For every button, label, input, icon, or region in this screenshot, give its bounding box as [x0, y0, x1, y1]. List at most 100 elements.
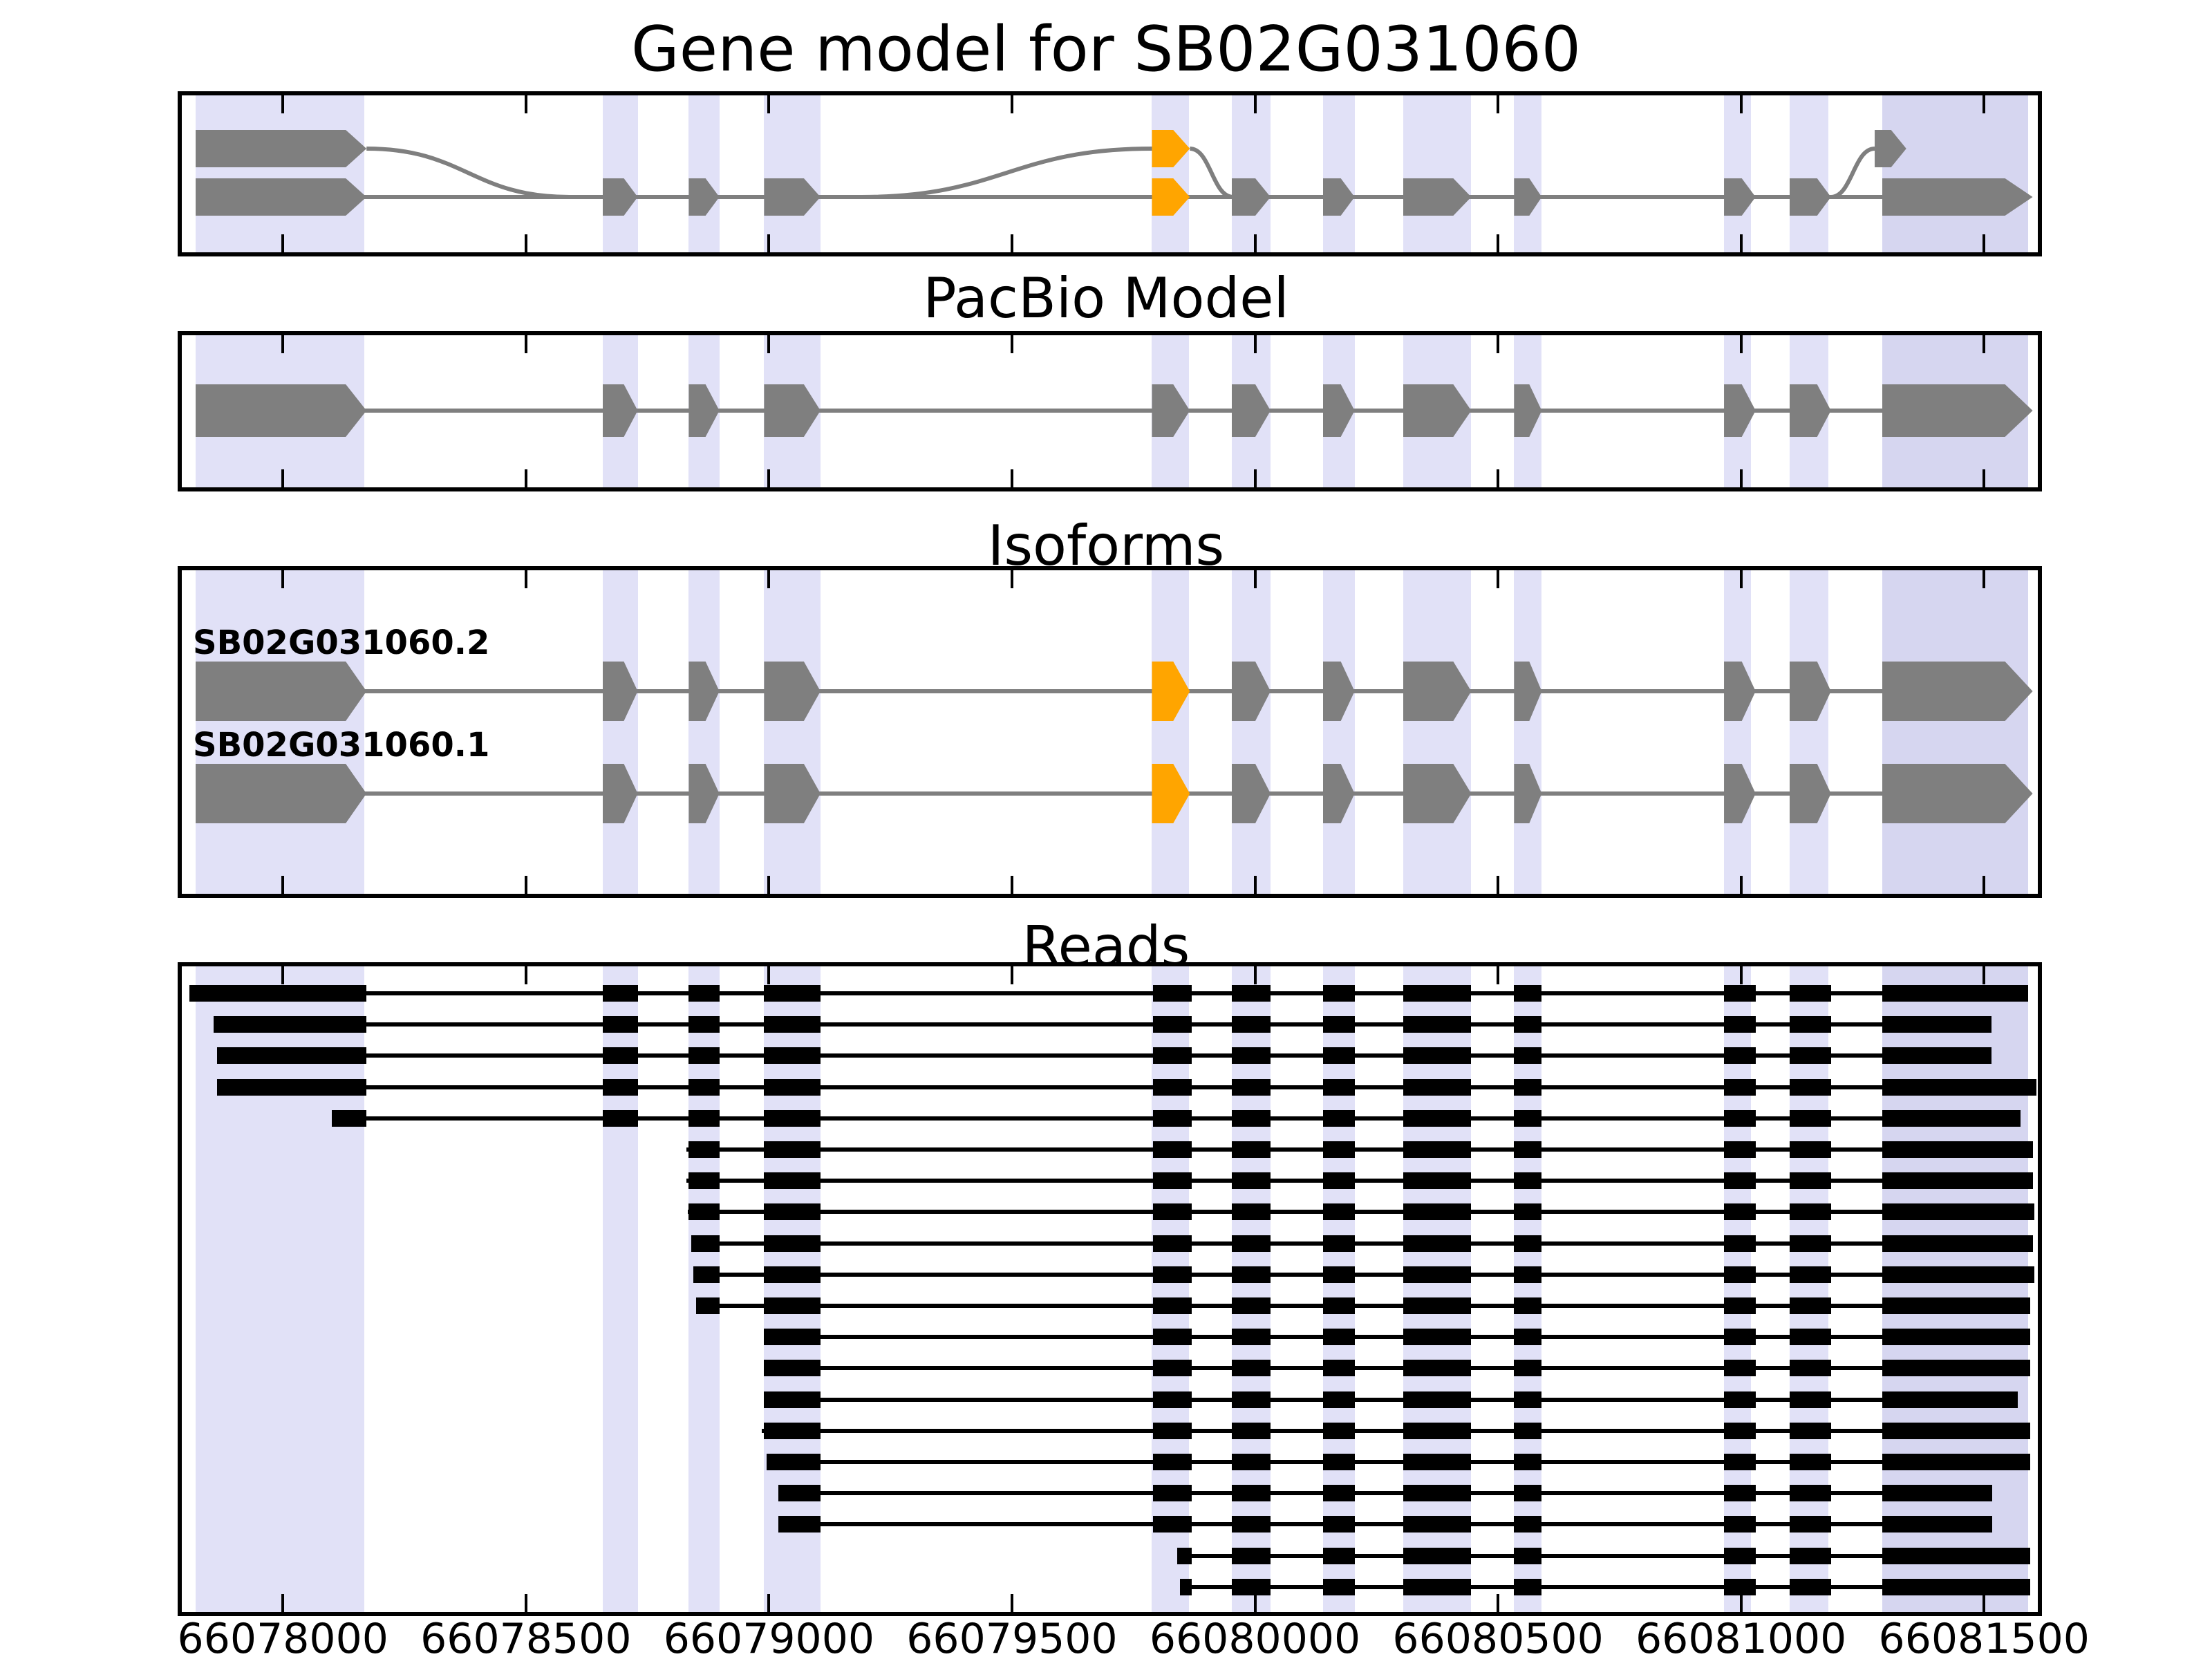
read-block — [1724, 1141, 1756, 1158]
axis-tick — [1497, 469, 1500, 487]
highlight-band — [195, 570, 364, 894]
read-block — [1403, 985, 1472, 1002]
axis-tick — [1010, 1594, 1013, 1612]
read-block — [1152, 1454, 1192, 1470]
read-block — [1322, 1391, 1355, 1408]
intron-line — [350, 195, 1936, 199]
exon-block — [196, 178, 367, 216]
read-block — [332, 1109, 367, 1127]
read-block — [1789, 1578, 1831, 1595]
axis-tick — [1983, 1594, 1986, 1612]
axis-tick — [767, 95, 771, 113]
axis-tick — [1010, 876, 1013, 894]
axis-tick — [1497, 335, 1500, 353]
axis-tick — [524, 876, 527, 894]
exon-block — [196, 384, 367, 437]
axis-tick — [1497, 570, 1500, 588]
highlight-band — [1882, 570, 2028, 894]
exon-block — [1724, 764, 1756, 823]
read-block — [1514, 1235, 1542, 1252]
read-block — [1322, 1109, 1355, 1127]
axis-tick — [524, 1594, 527, 1612]
highlight-band — [1514, 966, 1542, 1612]
read-block — [1322, 1203, 1355, 1221]
read-block — [1403, 1297, 1472, 1314]
panel-gene-model — [178, 91, 2042, 256]
highlight-band — [1789, 966, 1829, 1612]
read-block — [764, 985, 821, 1002]
read-block — [695, 1297, 720, 1314]
exon-block — [196, 662, 367, 721]
read-block — [1882, 1109, 2021, 1127]
axis-tick — [1497, 95, 1500, 113]
page-title: Gene model for SB02G031060 — [630, 13, 1582, 86]
read-block — [1152, 1172, 1192, 1190]
read-block — [1403, 1454, 1472, 1470]
axis-tick — [1497, 966, 1500, 984]
axis-tick — [281, 570, 285, 588]
read-block — [1789, 985, 1831, 1002]
exon-block — [1724, 662, 1756, 721]
read-block — [1152, 1297, 1192, 1314]
axis-tick — [1253, 876, 1257, 894]
read-block — [1322, 1547, 1355, 1564]
isoform-label: SB02G031060.1 — [193, 726, 490, 765]
read-block — [1882, 985, 2028, 1002]
read-block — [1789, 1235, 1831, 1252]
read-block — [1231, 1578, 1271, 1595]
read-block — [1403, 1547, 1472, 1564]
read-block — [764, 1266, 821, 1283]
read-block — [1231, 1141, 1271, 1158]
axis-tick — [281, 1594, 285, 1612]
highlight-band — [764, 570, 821, 894]
intron-curve — [1830, 147, 1875, 199]
read-block — [1322, 1422, 1355, 1439]
read-block — [1231, 1422, 1271, 1439]
read-block — [1514, 1360, 1542, 1377]
axis-tick — [524, 966, 527, 984]
highlight-band — [1231, 966, 1271, 1612]
axis-tick — [1253, 335, 1257, 353]
read-block — [1231, 1485, 1271, 1502]
read-line — [764, 1335, 2031, 1340]
read-block — [1231, 1109, 1271, 1127]
read-block — [1152, 1078, 1192, 1096]
read-block — [1882, 1172, 2033, 1190]
exon-block — [1724, 384, 1756, 437]
read-block — [1882, 1516, 1993, 1533]
axis-tick — [1497, 876, 1500, 894]
axis-tick — [1253, 570, 1257, 588]
title-isoforms: Isoforms — [987, 514, 1225, 578]
read-block — [1789, 1297, 1831, 1314]
read-block — [764, 1047, 821, 1065]
read-block — [1322, 1266, 1355, 1283]
read-block — [1231, 1016, 1271, 1033]
gene-model-intron-curves — [366, 147, 1875, 199]
read-block — [1403, 1078, 1472, 1096]
read-block — [764, 1078, 821, 1096]
highlight-band — [1514, 95, 1542, 252]
read-block — [1231, 1547, 1271, 1564]
axis-tick — [767, 469, 771, 487]
read-block — [1152, 1109, 1192, 1127]
read-block — [1231, 1203, 1271, 1221]
read-block — [764, 1016, 821, 1033]
read-block — [1231, 1235, 1271, 1252]
panel-reads-inner — [182, 966, 2038, 1612]
axis-tick — [524, 469, 527, 487]
read-block — [1882, 1266, 2034, 1283]
read-block — [1403, 1203, 1472, 1221]
read-block — [1724, 1422, 1756, 1439]
highlight-band — [1882, 95, 2028, 252]
read-block — [1882, 1422, 2031, 1439]
intron-curve — [366, 147, 570, 199]
read-block — [1231, 1078, 1271, 1096]
read-block — [1403, 1141, 1472, 1158]
read-block — [1322, 1360, 1355, 1377]
read-block — [1403, 1360, 1472, 1377]
x-tick-label: 66081500 — [1878, 1615, 2090, 1659]
read-block — [213, 1016, 367, 1033]
read-block — [1322, 1047, 1355, 1065]
read-block — [1403, 1047, 1472, 1065]
read-line — [1177, 1553, 2031, 1558]
